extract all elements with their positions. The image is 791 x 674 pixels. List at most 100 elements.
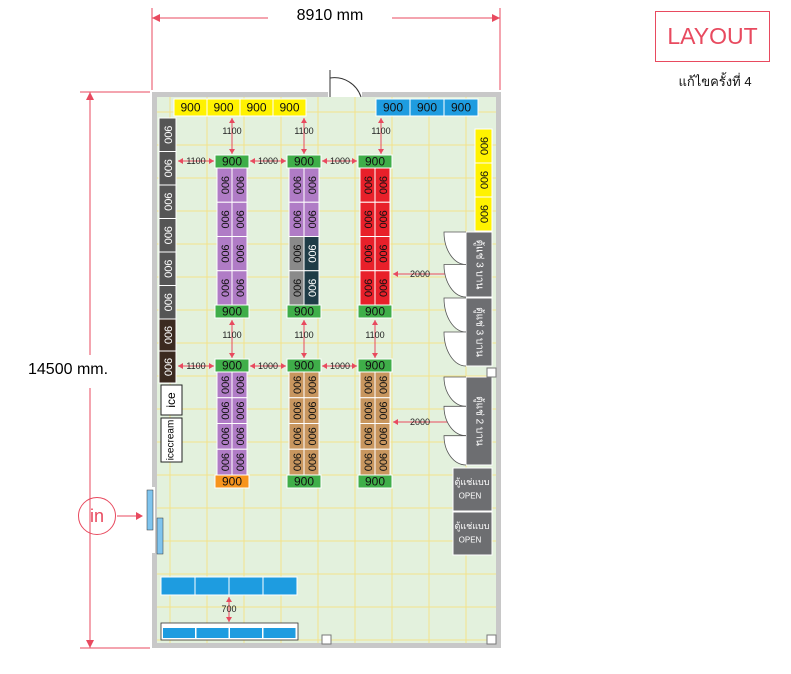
gap-arrow-head: [229, 118, 235, 123]
ice-box: [160, 384, 183, 416]
island-3-right-shelf-label: 900: [377, 176, 389, 194]
open-case-1: [452, 467, 493, 512]
fridge-3-door-a: [465, 231, 493, 298]
height-arrow-bottom: [86, 640, 94, 648]
island-5-cap-top-label: 900: [294, 359, 314, 373]
island-2-left-shelf-label: 900: [291, 279, 303, 297]
island-3-right-shelf-label: 900: [377, 244, 389, 262]
fridge-2-door-door-swing: [443, 405, 467, 437]
gap-arrow-head: [393, 271, 398, 277]
entrance-label: in: [78, 497, 116, 535]
island-2-right-shelf-label: 900: [306, 244, 318, 262]
gap-arrow-head: [178, 363, 183, 369]
right-wall-yellow-shelf: [474, 196, 493, 232]
gap-arrow-head: [393, 419, 398, 425]
island-2-left-shelf-label: 900: [291, 210, 303, 228]
island-5-left-shelf-label: 900: [291, 453, 303, 471]
island-6-left-shelf-label: 900: [362, 376, 374, 394]
island-2-right-shelf-label: 900: [306, 210, 318, 228]
width-dimension-label: 8910 mm: [270, 7, 390, 25]
revision-label: แก้ไขครั้งที่ 4: [678, 74, 752, 89]
island-3-cap-bottom-label: 900: [365, 305, 385, 319]
island-2-right-shelf-label: 900: [306, 176, 318, 194]
bottom-counter-shelf: [230, 628, 262, 638]
gap-arrow-head: [322, 363, 327, 369]
icecream-box: [160, 417, 183, 463]
fridge-3-door-b-door-swing: [443, 331, 467, 367]
gap-arrow-head: [229, 149, 235, 154]
column: [486, 367, 497, 378]
bottom-counter-shelf: [263, 628, 296, 638]
gap-arrow-head: [352, 363, 357, 369]
gap-arrow-head: [301, 149, 307, 154]
gap-label: 1100: [371, 126, 390, 136]
island-3-left-shelf-label: 900: [362, 279, 374, 297]
island-4-cap-bottom-label: 900: [222, 475, 242, 489]
island-3-left-shelf-label: 900: [362, 244, 374, 262]
left-wall-shelf-label: 900: [162, 159, 174, 177]
gap-label: 1000: [330, 156, 350, 166]
island-6-left-shelf-label: 900: [362, 427, 374, 445]
island-6-cap-top-label: 900: [365, 359, 385, 373]
island-4-left-shelf-label: 900: [219, 401, 231, 419]
open-case-2-label: ตู้แช่แบบ: [455, 521, 490, 532]
left-wall-shelf-dark-label: 900: [162, 326, 174, 344]
left-wall-shelf-label: 900: [162, 193, 174, 211]
fridge-2-door-door-swing: [443, 376, 467, 407]
island-5-right-shelf-label: 900: [306, 401, 318, 419]
gap-arrow-head: [372, 353, 378, 358]
island-4-right-shelf-label: 900: [234, 401, 246, 419]
icecream-label: icecream: [166, 420, 177, 461]
top-blue-shelf-label: 900: [417, 101, 437, 115]
gap-label: 1100: [186, 361, 205, 371]
entrance-door-left: [146, 489, 154, 531]
bottom-blue-shelf: [228, 576, 264, 596]
entrance-door-right: [156, 517, 164, 555]
gap-label: 1000: [258, 156, 278, 166]
height-dimension-label: 14500 mm.: [28, 361, 109, 378]
island-2-cap-top-label: 900: [294, 155, 314, 169]
ice-label: ice: [164, 392, 178, 408]
island-1-cap-bottom: [214, 304, 250, 319]
bottom-blue-shelf: [194, 576, 230, 596]
top-blue-shelf-label: 900: [451, 101, 471, 115]
island-2-cap-bottom-label: 900: [294, 305, 314, 319]
top-blue-shelf-label: 900: [383, 101, 403, 115]
gap-label: 1100: [294, 330, 313, 340]
fridge-3-door-b: [465, 297, 493, 367]
column: [321, 634, 332, 645]
gap-arrow-head: [226, 597, 232, 602]
top-yellow-shelf-label: 900: [246, 101, 266, 115]
island-4-right-shelf-label: 900: [234, 376, 246, 394]
right-wall-yellow-shelf-label: 900: [478, 137, 490, 155]
island-1-right-shelf-label: 900: [234, 279, 246, 297]
gap-arrow-head: [301, 118, 307, 123]
island-1-cap-bottom-label: 900: [222, 305, 242, 319]
open-case-1-label: ตู้แช่แบบ: [455, 477, 490, 488]
floor-area: [157, 97, 496, 643]
island-1-cap-top-label: 900: [222, 155, 242, 169]
island-6-right-shelf-label: 900: [377, 401, 389, 419]
fridge-2-door-label: ตู้แช่ 2 บาน: [474, 396, 486, 446]
width-arrow-right: [492, 14, 500, 22]
island-4-right-shelf-label: 900: [234, 427, 246, 445]
bottom-blue-shelf: [262, 576, 298, 596]
island-2-right-shelf-label: 900: [306, 279, 318, 297]
top-yellow-shelf: [272, 98, 307, 117]
left-wall-shelf-dark-label: 900: [162, 358, 174, 376]
top-yellow-shelf-label: 900: [213, 101, 233, 115]
gap-arrow-head: [352, 158, 357, 164]
island-4-cap-top-label: 900: [222, 359, 242, 373]
fridge-2-door-door-swing: [443, 435, 467, 466]
gap-arrow-head: [372, 320, 378, 325]
island-5-left-shelf-label: 900: [291, 401, 303, 419]
island-6-right-shelf-label: 900: [377, 427, 389, 445]
island-6-right-shelf-label: 900: [377, 376, 389, 394]
bottom-counter-shelf: [163, 628, 195, 638]
fridge-3-door-b-label: ตู้แช่ 3 บาน: [474, 307, 486, 357]
bottom-blue-shelf: [160, 576, 196, 596]
gap-arrow-head: [209, 158, 214, 164]
island-1-right-shelf-label: 900: [234, 244, 246, 262]
island-3-cap-bottom: [357, 304, 393, 319]
